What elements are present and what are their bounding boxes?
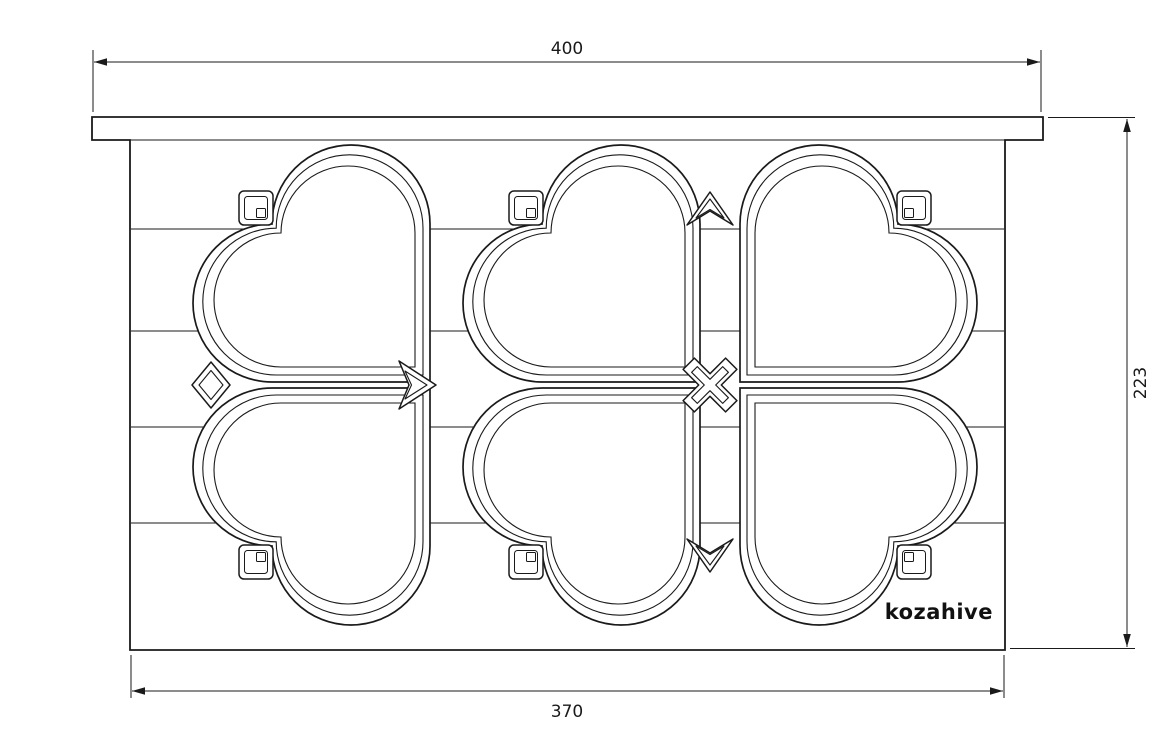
heart-bottom-middle-tab bbox=[508, 544, 544, 580]
cross-inner-line bbox=[691, 366, 729, 404]
heart-bottom-middle-wall-line bbox=[472, 394, 694, 616]
arrow-right-inner-line bbox=[404, 370, 428, 400]
heart-bottom-left-tab bbox=[238, 544, 274, 580]
heart-bottom-middle-wall-line bbox=[483, 402, 686, 605]
heart-bottom-left-wall-line bbox=[213, 402, 416, 605]
chevron-down-inner-line bbox=[695, 545, 725, 566]
tab-inner-line bbox=[514, 196, 538, 220]
heart-cavities bbox=[192, 144, 978, 626]
tab-detail bbox=[904, 208, 914, 218]
corner-tabs bbox=[238, 190, 932, 580]
heart-top-middle-wall-line bbox=[483, 165, 686, 368]
tab-inner-line bbox=[244, 550, 268, 574]
arrowhead-right bbox=[990, 687, 1003, 695]
heart-top-left bbox=[192, 144, 431, 383]
tab-outline bbox=[508, 190, 544, 226]
tab-outline bbox=[238, 544, 274, 580]
arrowhead-left bbox=[132, 687, 145, 695]
dimension-top-label: 400 bbox=[551, 39, 583, 59]
connector-cross-center bbox=[682, 357, 738, 413]
heart-top-right-wall-line bbox=[754, 165, 957, 368]
tab-detail bbox=[256, 552, 266, 562]
tab-outline bbox=[896, 544, 932, 580]
connector-diamond-left bbox=[191, 361, 231, 409]
dimension-bottom-label: 370 bbox=[551, 702, 583, 722]
diamond-inner-line bbox=[198, 369, 224, 401]
tab-inner-line bbox=[514, 550, 538, 574]
heart-bottom-right-tab bbox=[896, 544, 932, 580]
tab-detail bbox=[526, 208, 536, 218]
tab-detail bbox=[526, 552, 536, 562]
heart-top-left-wall-line bbox=[202, 154, 424, 376]
heart-top-middle-wall-line bbox=[472, 154, 694, 376]
heart-top-right-tab bbox=[896, 190, 932, 226]
logo-kozahive: kozahive bbox=[885, 600, 993, 624]
tab-inner-line bbox=[902, 550, 926, 574]
heart-bottom-left-wall-line bbox=[202, 394, 424, 616]
heart-top-middle-tab bbox=[508, 190, 544, 226]
heart-top-right-wall-line bbox=[746, 154, 968, 376]
arrowhead-top bbox=[1123, 119, 1131, 132]
connectors bbox=[191, 191, 738, 573]
diamond-icon bbox=[191, 361, 231, 409]
heart-top-left-tab bbox=[238, 190, 274, 226]
dimension-right-label: 223 bbox=[1131, 367, 1151, 399]
tab-detail bbox=[256, 208, 266, 218]
tab-outline bbox=[238, 190, 274, 226]
chevron-up-inner-line bbox=[695, 198, 725, 219]
tab-inner-line bbox=[902, 196, 926, 220]
dimension-right: 223 bbox=[1010, 117, 1151, 649]
tab-outline bbox=[508, 544, 544, 580]
connector-chevron-down bbox=[686, 538, 734, 573]
connector-chevron-up bbox=[686, 191, 734, 226]
cross-icon bbox=[682, 357, 738, 413]
arrowhead-left bbox=[94, 58, 107, 66]
arrowhead-right bbox=[1027, 58, 1040, 66]
tab-inner-line bbox=[244, 196, 268, 220]
arrowhead-bottom bbox=[1123, 634, 1131, 647]
heart-bottom-left bbox=[192, 387, 431, 626]
tab-outline bbox=[896, 190, 932, 226]
heart-top-left-wall-line bbox=[213, 165, 416, 368]
tab-detail bbox=[904, 552, 914, 562]
connector-arrow-middle-left bbox=[398, 360, 437, 410]
heart-bottom-right-wall-line bbox=[746, 394, 968, 616]
dimension-top: 400 bbox=[92, 39, 1042, 112]
dimension-bottom: 370 bbox=[130, 655, 1005, 722]
heart-bottom-right-wall-line bbox=[754, 402, 957, 605]
